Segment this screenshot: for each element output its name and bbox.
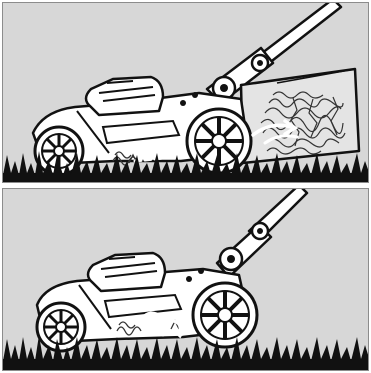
motor-housing xyxy=(86,77,163,115)
mower-handle xyxy=(217,189,307,277)
grass-bag xyxy=(241,69,359,163)
rear-wheel xyxy=(193,283,257,347)
bag-collection-illustration xyxy=(3,3,369,183)
panel-mulching xyxy=(2,188,369,371)
motor-housing xyxy=(88,253,165,291)
panel-bag-collection xyxy=(2,2,369,183)
mulching-illustration xyxy=(3,189,369,371)
